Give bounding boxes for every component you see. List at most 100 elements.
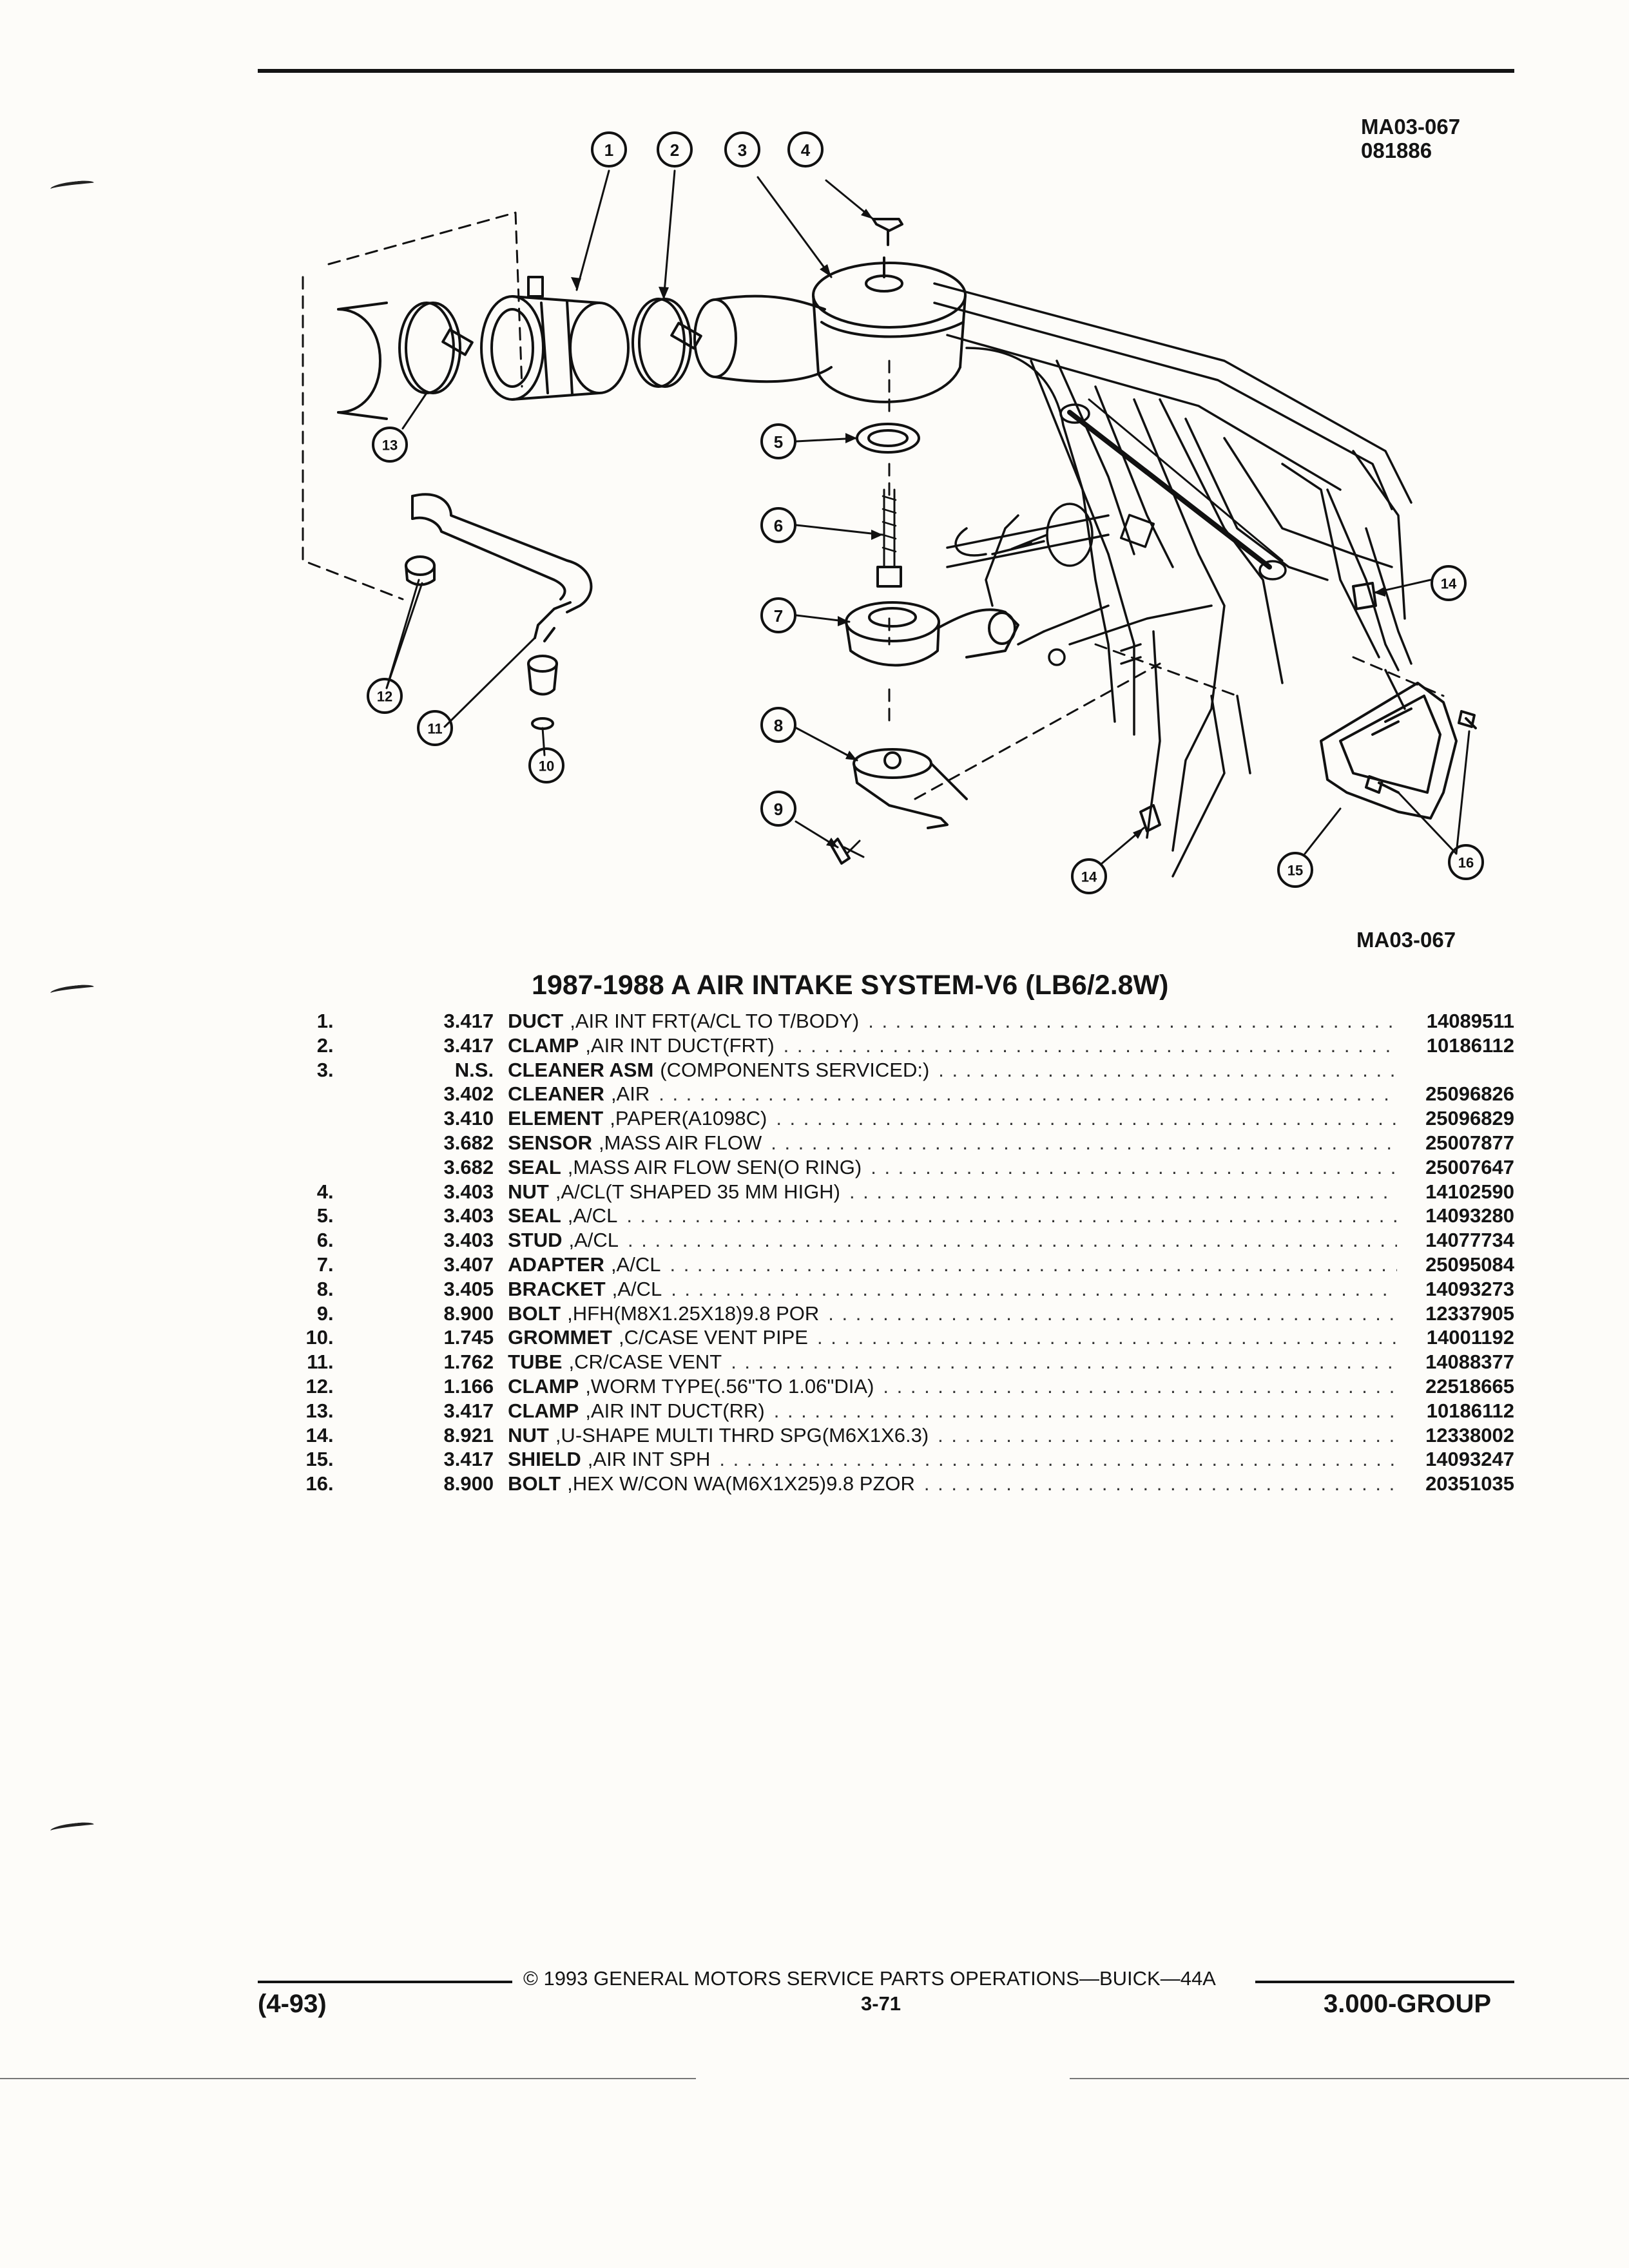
- dot-leader: . . . . . . . . . . . . . . . . . . . . …: [938, 1423, 1397, 1446]
- part-description: GROMMET,C/CASE VENT PIPE. . . . . . . . …: [508, 1325, 1397, 1350]
- figure-code: MA03-067: [1361, 115, 1461, 139]
- part-number: 25007647: [1425, 1155, 1514, 1178]
- part-number: 20351035: [1425, 1472, 1514, 1495]
- air-intake-shield: [1320, 682, 1458, 820]
- part-name: SHIELD: [508, 1448, 581, 1471]
- part-item-number: 9.: [316, 1302, 334, 1325]
- dot-leader: . . . . . . . . . . . . . . . . . . . . …: [626, 1204, 1397, 1227]
- part-item-number: [284, 1155, 334, 1180]
- part-detail: ,MASS AIR FLOW: [599, 1131, 762, 1154]
- part-description: BOLT,HEX W/CON WA(M6X1X25)9.8 PZOR. . . …: [508, 1472, 1397, 1496]
- part-detail: ,AIR INT DUCT(FRT): [585, 1033, 775, 1057]
- part-description: BOLT,HFH(M8X1.25X18)9.8 POR. . . . . . .…: [508, 1302, 1397, 1326]
- part-item-number: 8.: [316, 1277, 334, 1300]
- top-rule: [258, 69, 1514, 73]
- callout-8: 8: [760, 707, 796, 743]
- part-figure-number: 3.417: [443, 1448, 494, 1471]
- footer-rule-left: [258, 1981, 512, 1983]
- margin-mark: [50, 1821, 95, 1834]
- footer-date: (4-93): [258, 1990, 327, 2018]
- dot-leader: . . . . . . . . . . . . . . . . . . . . …: [731, 1350, 1397, 1374]
- crankcase-vent-tube: [411, 493, 593, 642]
- callout-10: 10: [528, 747, 564, 783]
- part-figure-number: 8.900: [443, 1472, 494, 1495]
- part-number: 14102590: [1425, 1180, 1514, 1203]
- part-item-number: 14.: [305, 1423, 334, 1446]
- callout-2: 2: [657, 131, 693, 168]
- part-figure-number: 1.745: [443, 1326, 494, 1349]
- part-figure-number: 3.410: [443, 1107, 494, 1130]
- part-number: 25096829: [1425, 1107, 1514, 1130]
- part-detail: ,CR/CASE VENT: [568, 1350, 722, 1374]
- part-number: 14088377: [1425, 1350, 1514, 1374]
- part-description: CLAMP,WORM TYPE(.56"TO 1.06"DIA). . . . …: [508, 1374, 1397, 1399]
- part-number: 12338002: [1425, 1423, 1514, 1446]
- part-description: CLEANER,AIR. . . . . . . . . . . . . . .…: [508, 1082, 1397, 1106]
- callout-16-label: 16: [1458, 855, 1474, 871]
- dot-leader: . . . . . . . . . . . . . . . . . . . . …: [659, 1082, 1397, 1106]
- air-intake-duct: [480, 276, 630, 401]
- dot-leader: . . . . . . . . . . . . . . . . . . . . …: [871, 1155, 1398, 1178]
- part-name: ELEMENT: [508, 1107, 604, 1130]
- callout-3: 3: [724, 131, 760, 168]
- part-detail: ,A/CL(T SHAPED 35 MM HIGH): [555, 1180, 840, 1203]
- callout-13: 13: [372, 427, 408, 463]
- dot-leader: . . . . . . . . . . . . . . . . . . . . …: [783, 1033, 1397, 1057]
- callout-1-label: 1: [604, 140, 613, 160]
- figure-ref-code-bottom: MA03-067: [1356, 928, 1456, 952]
- part-figure-number: N.S.: [454, 1058, 494, 1081]
- part-figure-number: 1.762: [443, 1350, 494, 1374]
- air-cleaner-assembly: [693, 256, 967, 403]
- part-item-number: 13.: [305, 1399, 334, 1422]
- part-detail: ,PAPER(A1098C): [610, 1107, 767, 1130]
- part-name: BOLT: [508, 1472, 561, 1495]
- part-description: SHIELD,AIR INT SPH. . . . . . . . . . . …: [508, 1447, 1397, 1472]
- part-item-number: 4.: [316, 1180, 334, 1203]
- part-detail: (COMPONENTS SERVICED:): [660, 1058, 930, 1081]
- part-detail: ,A/CL: [568, 1229, 619, 1252]
- callout-2-label: 2: [670, 140, 679, 160]
- shield-bolts: [1365, 710, 1477, 794]
- u-nut-lower: [1139, 804, 1161, 832]
- part-item-number: 3.: [316, 1058, 334, 1081]
- part-description: SEAL,A/CL. . . . . . . . . . . . . . . .…: [508, 1204, 1397, 1228]
- part-name: DUCT: [508, 1010, 564, 1032]
- part-figure-number: 3.682: [443, 1131, 494, 1154]
- dot-leader: . . . . . . . . . . . . . . . . . . . . …: [671, 1277, 1397, 1300]
- part-figure-number: 3.417: [443, 1033, 494, 1057]
- callout-4-label: 4: [801, 140, 811, 160]
- bracket-bolt: [830, 838, 865, 865]
- wing-nut: [872, 218, 903, 246]
- section-title: 1987-1988 A AIR INTAKE SYSTEM-V6 (LB6/2.…: [532, 970, 1169, 1001]
- part-number: 14093280: [1425, 1204, 1514, 1227]
- callout-10-label: 10: [539, 758, 554, 774]
- part-figure-number: 3.417: [443, 1399, 494, 1422]
- arrowheads: [571, 209, 1385, 847]
- dot-leader: . . . . . . . . . . . . . . . . . . . . …: [670, 1253, 1397, 1276]
- part-description: SENSOR,MASS AIR FLOW. . . . . . . . . . …: [508, 1131, 1397, 1155]
- duct-rear-fragment: [337, 302, 388, 420]
- scan-edge-line: [1070, 2078, 1629, 2079]
- part-name: TUBE: [508, 1350, 563, 1374]
- part-number: 14093247: [1425, 1448, 1514, 1471]
- part-name: NUT: [508, 1180, 549, 1203]
- part-description: NUT,A/CL(T SHAPED 35 MM HIGH). . . . . .…: [508, 1180, 1397, 1204]
- vehicle-body-structure: [933, 282, 1412, 878]
- part-figure-number: 3.417: [443, 1010, 494, 1032]
- part-number: 10186112: [1426, 1399, 1514, 1422]
- callout-7-label: 7: [774, 606, 783, 626]
- callout-1: 1: [591, 131, 627, 168]
- part-name: GROMMET: [508, 1326, 612, 1349]
- footer-copyright: © 1993 GENERAL MOTORS SERVICE PARTS OPER…: [523, 1967, 1216, 1990]
- part-description: CLAMP,AIR INT DUCT(FRT). . . . . . . . .…: [508, 1033, 1397, 1058]
